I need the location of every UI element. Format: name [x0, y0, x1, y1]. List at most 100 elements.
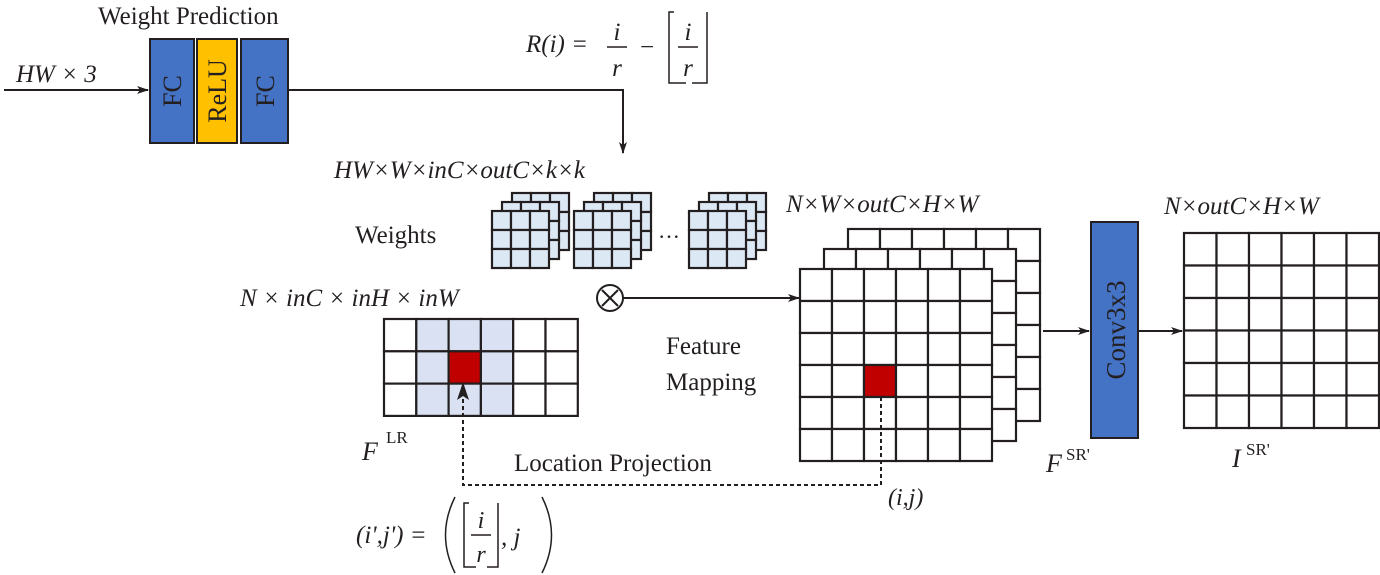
output-front-cell — [958, 299, 994, 335]
relu-block-label: ReLU — [203, 59, 232, 123]
output-front-cell — [862, 299, 898, 335]
output-feature-shape-label: N×W×outC×H×W — [785, 191, 981, 218]
input-cell — [512, 382, 547, 418]
output-front-cell — [958, 267, 994, 303]
output-front-cell — [798, 331, 834, 367]
weight-cell — [610, 247, 633, 270]
weight-cell — [528, 209, 551, 232]
output-front-cell — [862, 267, 898, 303]
output-front-cell — [798, 395, 834, 431]
input-cell — [512, 350, 547, 385]
output-image-cell — [1280, 394, 1316, 430]
output-image-cell — [1247, 361, 1283, 397]
weight-cell — [725, 209, 748, 232]
output-image-cell — [1280, 231, 1316, 267]
output-front-cell — [926, 299, 962, 335]
weight-cell — [490, 209, 513, 232]
output-front-cell — [830, 267, 866, 303]
output-front-cell — [958, 331, 994, 367]
output-front-cell — [830, 427, 866, 463]
weight-cell — [725, 247, 748, 270]
input-cell — [512, 317, 547, 353]
input-cell — [415, 317, 450, 353]
output-front-cell — [926, 363, 962, 399]
weight-cell — [706, 228, 729, 251]
output-front-cell — [926, 331, 962, 367]
weights-ellipsis: ··· — [658, 224, 680, 249]
output-front-cell — [798, 267, 834, 303]
input-cell — [544, 317, 579, 353]
output-front-cell — [798, 299, 834, 335]
weight-prediction-title: Weight Prediction — [98, 3, 279, 30]
output-feature-stack — [798, 227, 1042, 463]
output-image-cell — [1182, 361, 1218, 397]
weight-cell — [509, 228, 532, 251]
conv3x3-block — [1090, 221, 1139, 439]
location-projection-path — [462, 392, 882, 486]
output-image-cell — [1247, 296, 1283, 332]
relu-block — [196, 38, 238, 144]
output-front-cell — [798, 427, 834, 463]
output-image-cell — [1312, 296, 1348, 332]
input-cell — [479, 350, 515, 385]
svg-text:i: i — [685, 19, 692, 46]
output-image-shape-label: N×outC×H×W — [1163, 193, 1321, 220]
input-feature-name: F — [361, 437, 379, 466]
input-cell — [479, 382, 515, 418]
output-front-cell — [894, 363, 930, 399]
weight-cell — [591, 228, 614, 251]
output-front-cell — [862, 363, 898, 399]
output-image-cell — [1215, 361, 1251, 397]
input-cell — [382, 350, 418, 385]
location-projection-label: Location Projection — [514, 450, 712, 477]
output-image-cell — [1345, 296, 1380, 332]
weight-cell — [610, 228, 633, 251]
svg-text:(i',j') =: (i',j') = — [356, 522, 427, 549]
weight-cell — [528, 247, 551, 270]
output-front-cell — [830, 299, 866, 335]
svg-text:−: − — [640, 34, 654, 61]
input-cell — [479, 317, 515, 353]
output-image-cell — [1182, 264, 1218, 300]
input-feature-shape-label: N × inC × inH × inW — [239, 285, 461, 312]
output-image-cell — [1215, 231, 1251, 267]
output-image-cell — [1182, 296, 1218, 332]
output-image-cell — [1345, 231, 1380, 267]
weight-cell — [572, 228, 595, 251]
output-image-cell — [1345, 329, 1380, 365]
output-image-name: I — [1231, 444, 1242, 473]
output-image-cell — [1182, 394, 1218, 430]
input-cell — [415, 382, 450, 418]
output-front-cell — [862, 331, 898, 367]
conv3x3-label: Conv3x3 — [1101, 280, 1131, 379]
weight-cell — [610, 209, 633, 232]
input-cell — [382, 317, 418, 353]
input-feature-superscript: LR — [386, 428, 408, 447]
input-cell — [415, 350, 450, 385]
output-image-cell — [1345, 264, 1380, 300]
output-front-cell — [894, 427, 930, 463]
output-front-cell — [958, 363, 994, 399]
output-image-cell — [1312, 231, 1348, 267]
input-cell — [544, 382, 579, 418]
weight-cell — [572, 247, 595, 270]
location-formula: (i',j') = i r , j — [356, 496, 553, 574]
input-cell — [447, 317, 483, 353]
fc-block-2-label: FC — [251, 75, 280, 107]
svg-text:i: i — [614, 19, 621, 46]
input-cell — [544, 350, 579, 385]
output-front-cell — [894, 331, 930, 367]
input-feature-grid — [382, 317, 579, 418]
fc-block-1-label: FC — [158, 75, 187, 107]
r-formula: R(i) = i r − i r — [525, 11, 708, 84]
weights-shape-label: HW×W×inC×outC×k×k — [333, 157, 586, 184]
output-image-cell — [1312, 264, 1348, 300]
svg-text:r: r — [476, 542, 486, 568]
fc-block-1 — [149, 38, 195, 144]
output-image-cell — [1215, 329, 1251, 365]
output-image-cell — [1280, 329, 1316, 365]
input-cell — [447, 382, 483, 418]
weight-cell — [706, 209, 729, 232]
weight-prediction-to-weights-arrow — [289, 89, 627, 154]
fc-block-2 — [240, 38, 289, 144]
